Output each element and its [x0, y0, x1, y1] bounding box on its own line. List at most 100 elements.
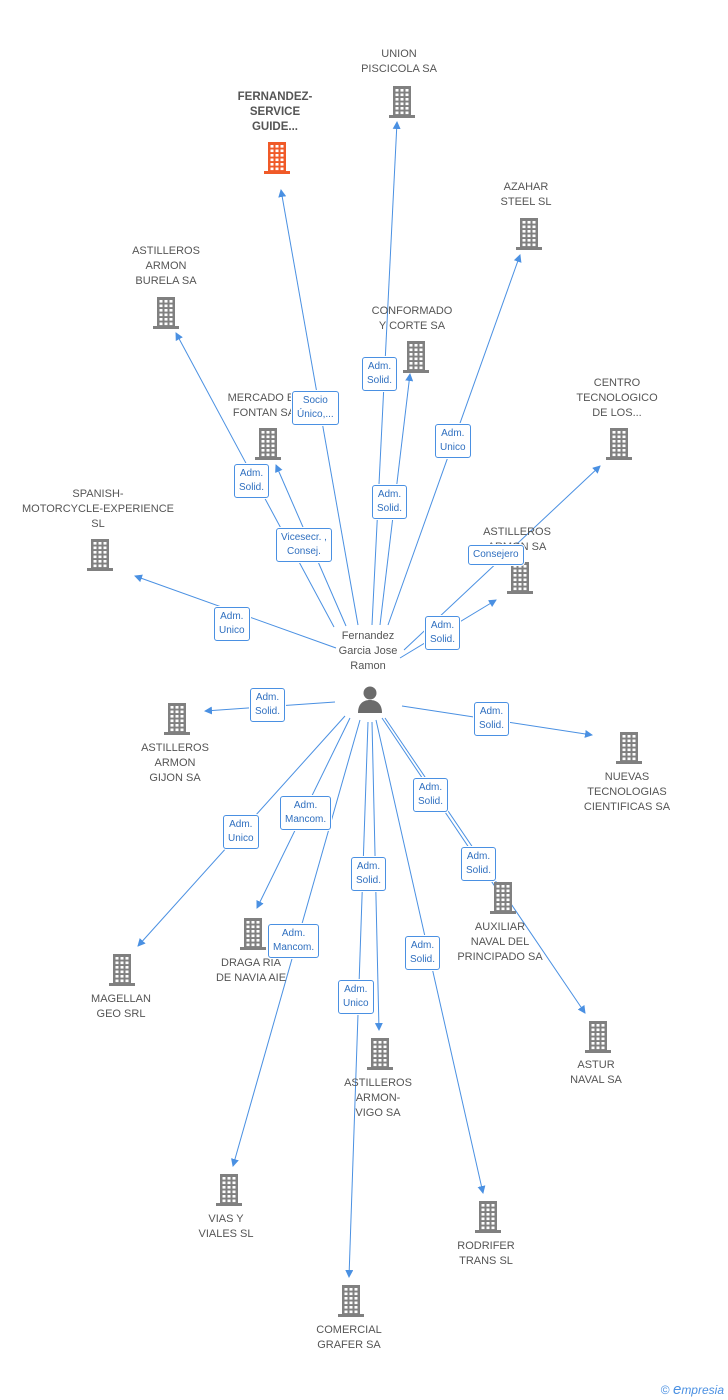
building-icon[interactable]	[160, 702, 194, 736]
company-label-line: ASTILLEROS	[141, 742, 209, 754]
company-label-line: ASTILLEROS	[132, 245, 200, 257]
company-label-azahar[interactable]: AZAHAR STEEL SL	[501, 180, 552, 210]
relation-badge-line: Solid.	[418, 796, 444, 807]
relation-badge-line: Adm.	[466, 851, 491, 862]
company-label-line: PISCICOLA SA	[361, 63, 437, 75]
brand-logo-e: e	[672, 1381, 682, 1398]
company-label-line: ASTILLEROS	[344, 1077, 412, 1089]
relation-badge-line: Unico	[228, 833, 254, 844]
relation-badge-spanish[interactable]: Adm.Unico	[214, 607, 250, 641]
company-label-line: GUIDE...	[251, 121, 298, 133]
relation-badge-centro[interactable]: Consejero	[468, 545, 524, 565]
company-label-line: DE LOS...	[592, 407, 642, 419]
relation-badge-line: Unico	[219, 625, 245, 636]
company-label-line: MAGELLAN	[91, 993, 151, 1005]
relation-badge-line: Solid.	[466, 865, 492, 876]
company-label-comercial[interactable]: COMERCIAL GRAFER SA	[316, 1323, 381, 1353]
relation-badge-line: Adm.	[377, 489, 402, 500]
company-label-conformado[interactable]: CONFORMADO Y CORTE SA	[372, 304, 453, 334]
person-icon[interactable]	[355, 684, 385, 714]
relation-badge-conformado[interactable]: Adm.Solid.	[372, 485, 408, 519]
relation-badge-auxiliar[interactable]: Adm. Solid.	[461, 847, 497, 881]
relation-badge-magellan[interactable]: Adm. Unico	[223, 815, 259, 849]
relation-badge-azahar[interactable]: Adm.Unico	[435, 424, 471, 458]
company-label-astur[interactable]: ASTUR NAVAL SA	[570, 1058, 622, 1088]
company-label-line: ARMON-	[355, 1092, 401, 1104]
company-label-line: DRAGA RIA	[221, 957, 281, 969]
relation-badge-vigo[interactable]: Adm.Solid.	[351, 857, 387, 891]
person-label-line: Fernandez	[341, 630, 395, 642]
building-icon[interactable]	[399, 340, 433, 374]
building-icon[interactable]	[602, 427, 636, 461]
relation-badge-astur[interactable]: Adm. Solid.	[413, 778, 449, 812]
company-label-line: FONTAN SA	[232, 407, 296, 419]
company-label-line: PRINCIPADO SA	[457, 951, 543, 963]
building-icon[interactable]	[486, 881, 520, 915]
building-icon[interactable]	[334, 1284, 368, 1318]
relation-badge-line: Solid.	[410, 954, 436, 965]
building-icon[interactable]	[612, 731, 646, 765]
relation-badge-line: Adm.	[229, 819, 253, 830]
company-label-line: NAVAL SA	[570, 1074, 622, 1086]
relation-badge-vias[interactable]: Adm.Mancom.	[268, 924, 320, 958]
building-icon[interactable]	[212, 1173, 246, 1207]
relation-badge-mercado[interactable]: Vicesecr. ,Consej.	[276, 528, 332, 562]
company-label-line: NUEVAS	[604, 771, 650, 783]
company-label-line: STEEL SL	[500, 196, 552, 208]
building-icon[interactable]	[83, 538, 117, 572]
relation-badge-comercial[interactable]: Adm.Unico	[338, 980, 374, 1014]
relation-badge-line: Adm.	[418, 782, 443, 793]
building-icon[interactable]	[236, 917, 270, 951]
company-label-magellan[interactable]: MAGELLAN GEO SRL	[91, 992, 151, 1022]
relation-badge-line: Unico	[440, 442, 466, 453]
footer-brand[interactable]: © empresia	[661, 1381, 724, 1398]
relation-badge-line: Solid.	[367, 375, 393, 386]
building-icon[interactable]	[503, 561, 537, 595]
building-icon[interactable]	[251, 427, 285, 461]
building-icon[interactable]	[149, 296, 183, 330]
relation-badge-draga[interactable]: Adm.Mancom.	[280, 796, 332, 830]
relation-badge-line: Unico	[343, 998, 369, 1009]
building-icon[interactable]	[260, 141, 294, 175]
company-label-line: GEO SRL	[96, 1008, 146, 1020]
company-label-line: GRAFER SA	[317, 1339, 381, 1351]
company-label-line: CONFORMADO	[371, 305, 453, 317]
relation-badge-line: Adm.	[430, 620, 455, 631]
company-label-line: COMERCIAL	[316, 1324, 382, 1336]
relation-badge-gijon[interactable]: Adm.Solid.	[250, 688, 286, 722]
relation-badge-rodrifer[interactable]: Adm.Solid.	[405, 936, 441, 970]
building-icon[interactable]	[385, 85, 419, 119]
company-label-line: Y CORTE SA	[378, 320, 446, 332]
company-label-line: AZAHAR	[503, 181, 549, 193]
person-label[interactable]: Fernandez Garcia Jose Ramon	[339, 629, 398, 674]
building-icon[interactable]	[471, 1200, 505, 1234]
relation-badge-astilleros[interactable]: Adm.Solid.	[425, 616, 461, 650]
company-label-line: RODRIFER	[457, 1240, 515, 1252]
relation-badge-line: Consejero	[473, 549, 519, 560]
building-icon[interactable]	[512, 217, 546, 251]
relation-badge-union[interactable]: Adm.Solid.	[362, 357, 398, 391]
building-icon[interactable]	[105, 953, 139, 987]
company-label-line: ARMON	[154, 757, 196, 769]
relation-badge-nuevas[interactable]: Adm.Solid.	[474, 702, 510, 736]
company-label-line: ASTUR	[577, 1059, 615, 1071]
relation-badge-line: Adm.	[293, 800, 318, 811]
building-icon[interactable]	[363, 1037, 397, 1071]
relation-badge-burela[interactable]: Adm.Solid.	[234, 464, 270, 498]
company-label-line: CENTRO	[593, 377, 641, 389]
building-icon[interactable]	[581, 1020, 615, 1054]
